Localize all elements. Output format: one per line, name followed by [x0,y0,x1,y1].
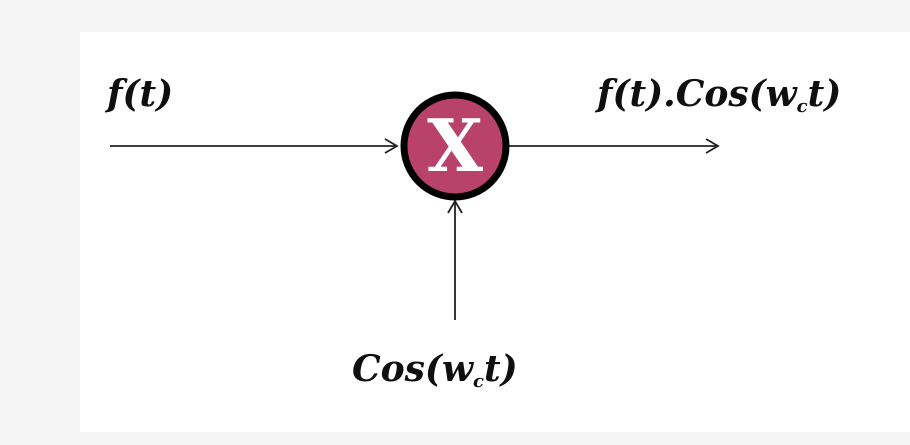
output-label-suffix: t) [808,73,842,115]
output-label-prefix: f(t).Cos(w [594,73,799,115]
input-label: f(t) [104,73,173,115]
carrier-label: Cos(wct) [352,348,518,392]
carrier-label-prefix: Cos(w [352,348,475,390]
output-label: f(t).Cos(wct) [594,73,841,117]
input-arrowhead [384,138,399,154]
mixer-circle [400,91,510,201]
output-label-subscript: c [797,96,808,117]
carrier-arrowhead [447,199,463,214]
carrier-label-subscript: c [473,371,484,392]
output-arrowhead [705,138,720,154]
carrier-label-suffix: t) [484,348,518,390]
diagram-frame [80,32,910,432]
mixer-symbol: X [427,103,483,188]
